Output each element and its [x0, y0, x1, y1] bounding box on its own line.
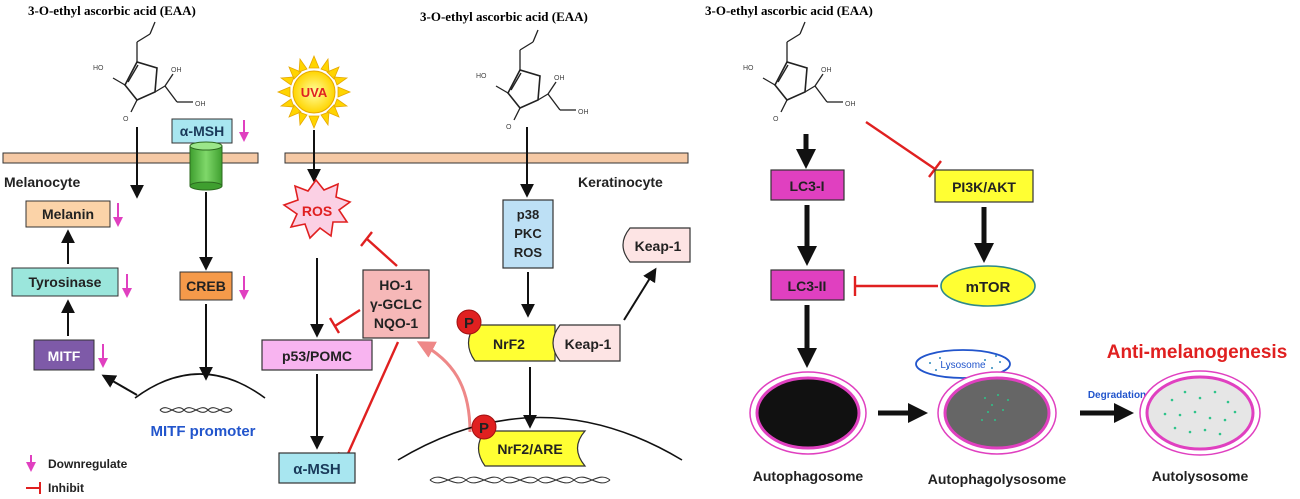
- molecule-middle-oh2: OH: [578, 109, 589, 116]
- box-melanin: [25, 200, 111, 228]
- arrow-are-to-ho1: [416, 341, 472, 433]
- label-tyrosinase: Tyrosinase: [29, 274, 102, 290]
- shape-keap1-free: [622, 227, 691, 263]
- molecule-left-oh2: OH: [195, 101, 206, 108]
- label-mitf-promoter: MITF promoter: [151, 423, 256, 440]
- label-autolysosome: Autolysosome: [1152, 468, 1249, 484]
- label-melanocyte: Melanocyte: [4, 174, 80, 190]
- box-p38-pkc-ros: [502, 199, 554, 269]
- molecule-middle-o: O: [506, 124, 512, 131]
- label-nqo1: NQO-1: [374, 315, 419, 331]
- label-gclc: γ-GCLC: [370, 296, 422, 312]
- label-autophagosome: Autophagosome: [753, 468, 864, 484]
- phospho-badge-2: [471, 414, 497, 440]
- inhibit-mtor-lc3ii: [853, 276, 938, 296]
- label-lc3-i: LC3-I: [790, 178, 825, 194]
- label-keap1-bound: Keap-1: [565, 336, 612, 352]
- arrow-dna-to-mitf: [101, 374, 138, 396]
- label-degradation: Degradation: [1088, 390, 1146, 401]
- molecule-left-oh1: OH: [171, 67, 182, 74]
- box-creb: [179, 271, 233, 301]
- label-nrf2: NrF2: [493, 336, 525, 352]
- box-p53-pomc: [261, 339, 373, 371]
- molecule-right-oh1: OH: [821, 67, 832, 74]
- shape-keap1-bound: [552, 324, 621, 362]
- label-ros: ROS: [302, 203, 332, 219]
- label-anti-melanogenesis: Anti-melanogenesis: [1107, 342, 1288, 363]
- label-mtor: mTOR: [966, 279, 1011, 296]
- molecule-middle-oh1: OH: [554, 75, 565, 82]
- autolysosome: [1139, 370, 1261, 456]
- title-left: 3-O-ethyl ascorbic acid (EAA): [28, 3, 196, 18]
- title-right: 3-O-ethyl ascorbic acid (EAA): [705, 3, 873, 18]
- molecule-left: HO OH OH O: [93, 21, 206, 123]
- nucleus-arc-middle: [397, 416, 683, 461]
- lysosome: [915, 349, 1011, 379]
- label-mitf: MITF: [48, 348, 81, 364]
- receptor-cylinder: [189, 141, 223, 191]
- shape-nrf2-are: [477, 430, 587, 467]
- box-lc3-ii: [770, 269, 845, 301]
- label-alpha-msh-middle: α-MSH: [293, 461, 341, 478]
- autophagosome: [749, 371, 867, 455]
- label-creb: CREB: [186, 278, 226, 294]
- label-lysosome: Lysosome: [940, 360, 986, 371]
- molecule-middle: HO OH OH O: [476, 29, 589, 131]
- dna-helix-left: [159, 407, 233, 413]
- label-lc3-ii: LC3-II: [788, 278, 827, 294]
- inhibit-ho1-p53: [328, 308, 361, 334]
- legend-inhibit-label: Inhibit: [48, 481, 84, 495]
- box-pi3k-akt: [934, 169, 1034, 203]
- label-p-1: P: [464, 315, 474, 332]
- box-ho1: [362, 269, 430, 339]
- label-p53-pomc: p53/POMC: [282, 348, 352, 364]
- dna-helix-middle: [429, 476, 611, 484]
- sun-icon: [276, 54, 352, 130]
- inhibit-ho1-ros: [360, 231, 398, 267]
- label-pkc: PKC: [514, 226, 542, 241]
- label-pi3k-akt: PI3K/AKT: [952, 179, 1016, 195]
- box-mitf: [33, 339, 95, 371]
- label-p-2: P: [479, 420, 489, 437]
- membrane-keratinocyte: [284, 152, 689, 164]
- label-nrf2-are: NrF2/ARE: [497, 441, 562, 457]
- ellipse-mtor: [940, 265, 1036, 307]
- legend-downregulate-label: Downregulate: [48, 457, 128, 471]
- molecule-right-oh2: OH: [845, 101, 856, 108]
- nucleus-arc-left: [134, 373, 266, 399]
- autophagolysosome: [937, 371, 1057, 455]
- molecule-right: HO OH OH O: [743, 21, 856, 123]
- lysosome-dots: [929, 355, 1001, 371]
- label-melanin: Melanin: [42, 206, 94, 222]
- molecule-left-o: O: [123, 116, 129, 123]
- molecule-left-ho: HO: [93, 65, 104, 72]
- box-alpha-msh-middle: [278, 452, 356, 484]
- arrow-complex-to-keap1: [623, 267, 657, 321]
- label-keap1-free: Keap-1: [635, 238, 682, 254]
- label-keratinocyte: Keratinocyte: [578, 174, 663, 190]
- title-middle: 3-O-ethyl ascorbic acid (EAA): [420, 9, 588, 24]
- box-tyrosinase: [11, 267, 119, 297]
- label-ho1: HO-1: [379, 277, 413, 293]
- molecule-right-ho: HO: [743, 65, 754, 72]
- molecule-middle-ho: HO: [476, 73, 487, 80]
- label-ros2: ROS: [514, 245, 543, 260]
- phospho-badge-1: [456, 309, 482, 335]
- ros-burst: [282, 178, 352, 240]
- label-p38: p38: [517, 207, 539, 222]
- label-uva: UVA: [301, 85, 328, 100]
- inhibit-eaa-pi3k: [865, 121, 942, 178]
- legend-inhibit-icon: [26, 482, 41, 494]
- box-lc3-i: [770, 169, 845, 201]
- label-autophagolysosome: Autophagolysosome: [928, 471, 1067, 487]
- membrane-melanocyte: [2, 152, 259, 164]
- molecule-right-o: O: [773, 116, 779, 123]
- label-alpha-msh-left: α-MSH: [180, 123, 224, 139]
